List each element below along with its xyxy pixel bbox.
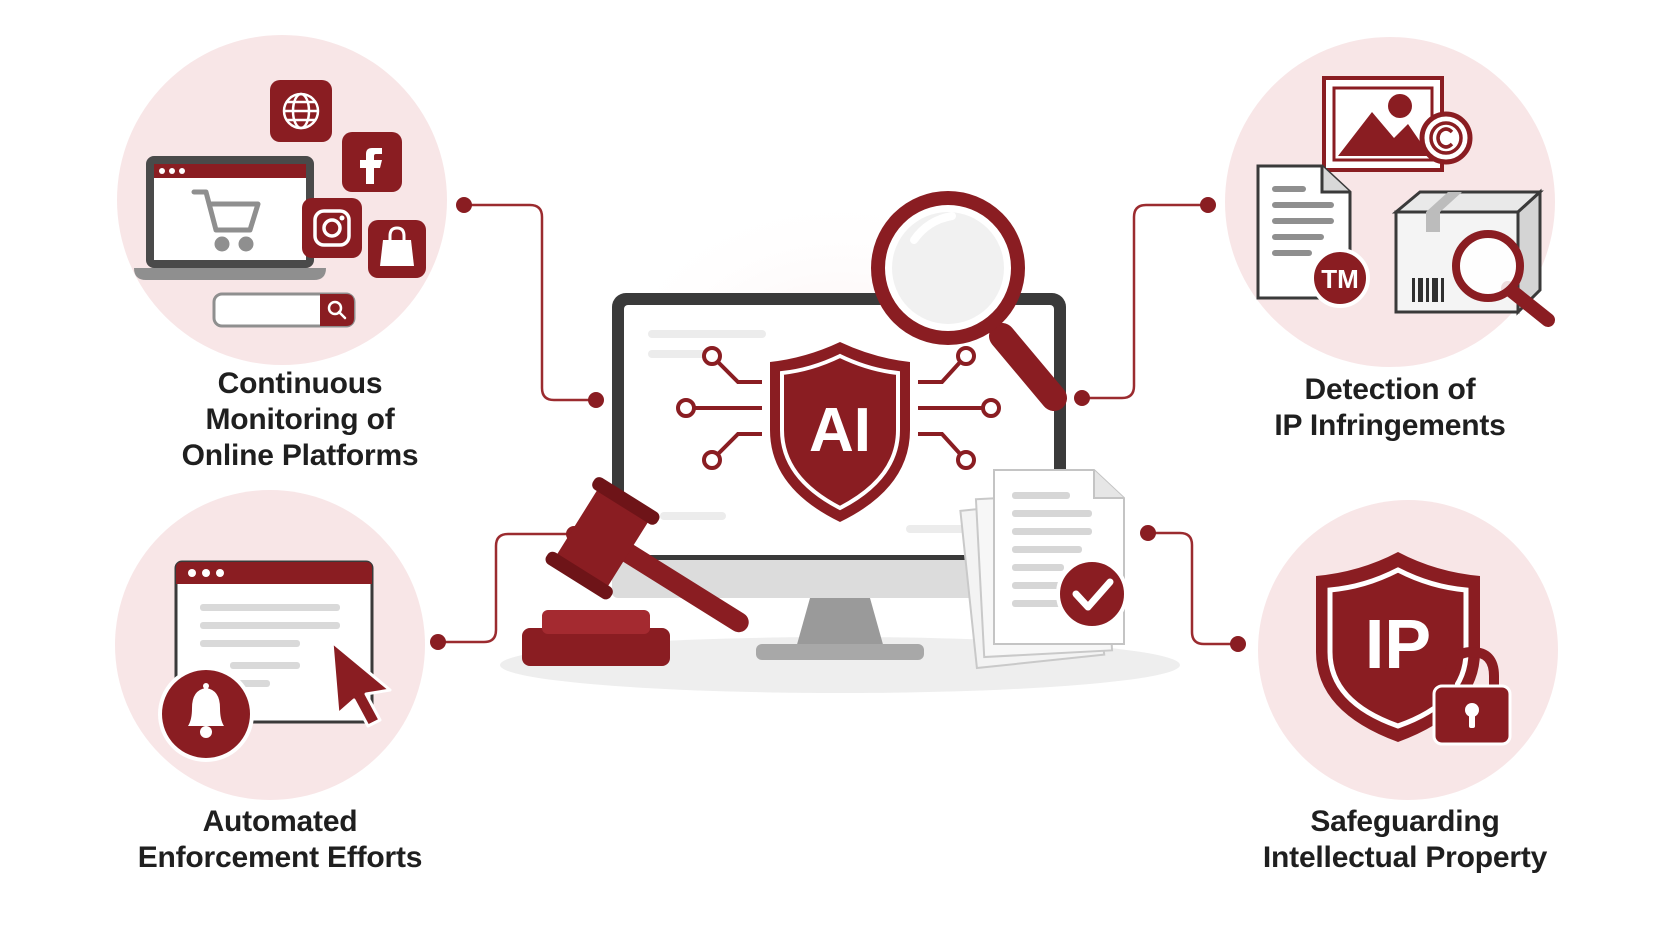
notification-bell-icon [158, 666, 254, 762]
monitoring-label-line: Continuous [217, 367, 383, 400]
enforcement-label-line: Enforcement Efforts [137, 841, 423, 874]
detection-label-line: Detection of [1304, 373, 1476, 406]
connector-dot [1140, 525, 1156, 541]
package-inspect-icon [1391, 188, 1555, 327]
safeguarding-label-line: Safeguarding [1310, 805, 1500, 838]
gavel-icon [522, 477, 749, 666]
safeguarding-label-line: Intellectual Property [1262, 841, 1548, 874]
browser-window-icon [174, 560, 374, 724]
magnifier-icon [871, 191, 1067, 411]
connector-dot [588, 392, 604, 408]
monitoring-label-line: Monitoring of [205, 403, 395, 436]
connector-enforcement [438, 532, 574, 644]
trademark-badge [1310, 248, 1370, 308]
padlock-icon [1432, 646, 1512, 746]
search-icon [327, 300, 343, 316]
enforcement-label: Automated Enforcement Efforts [90, 804, 470, 876]
instagram-app-icon [302, 198, 362, 258]
detection-label-line: IP Infringements [1274, 409, 1506, 442]
circuit-icon [676, 346, 1001, 470]
laptop-shopping-icon [134, 156, 326, 280]
connector-dot [1230, 636, 1246, 652]
connector-detection [1082, 203, 1208, 400]
connector-dot [1200, 197, 1216, 213]
connectors [438, 203, 1238, 646]
connector-dot [456, 197, 472, 213]
barcode-icon [1412, 278, 1444, 302]
ai-shield-icon: AI [770, 342, 910, 522]
copyright-icon [1419, 111, 1473, 165]
trademark-document-icon: TM [1256, 164, 1370, 308]
trademark-text: TM [1321, 264, 1359, 294]
monitoring-label-line: Online Platforms [181, 439, 419, 472]
connector-safeguarding [1148, 531, 1238, 646]
enforcement-label-line: Automated [202, 805, 358, 838]
copyright-image-icon [1322, 76, 1473, 172]
shopping-cart-icon [191, 189, 261, 252]
connector-dot [430, 634, 446, 650]
connector-monitoring [464, 203, 596, 402]
ip-shield-text: IP [1365, 605, 1431, 683]
shopping-bag-app-icon [368, 220, 426, 278]
ai-shield-text: AI [809, 396, 871, 465]
connector-dot [1074, 390, 1090, 406]
facebook-app-icon [342, 132, 402, 192]
monitoring-label: Continuous Monitoring of Online Platform… [110, 366, 490, 474]
detection-label: Detection of IP Infringements [1200, 372, 1580, 444]
magnifier-small-icon [1452, 230, 1524, 302]
search-bar-icon [212, 292, 356, 328]
safeguarding-label: Safeguarding Intellectual Property [1205, 804, 1605, 876]
cursor-arrow-icon [330, 640, 392, 728]
approved-documents-icon [959, 469, 1128, 670]
globe-app-icon [270, 80, 332, 142]
